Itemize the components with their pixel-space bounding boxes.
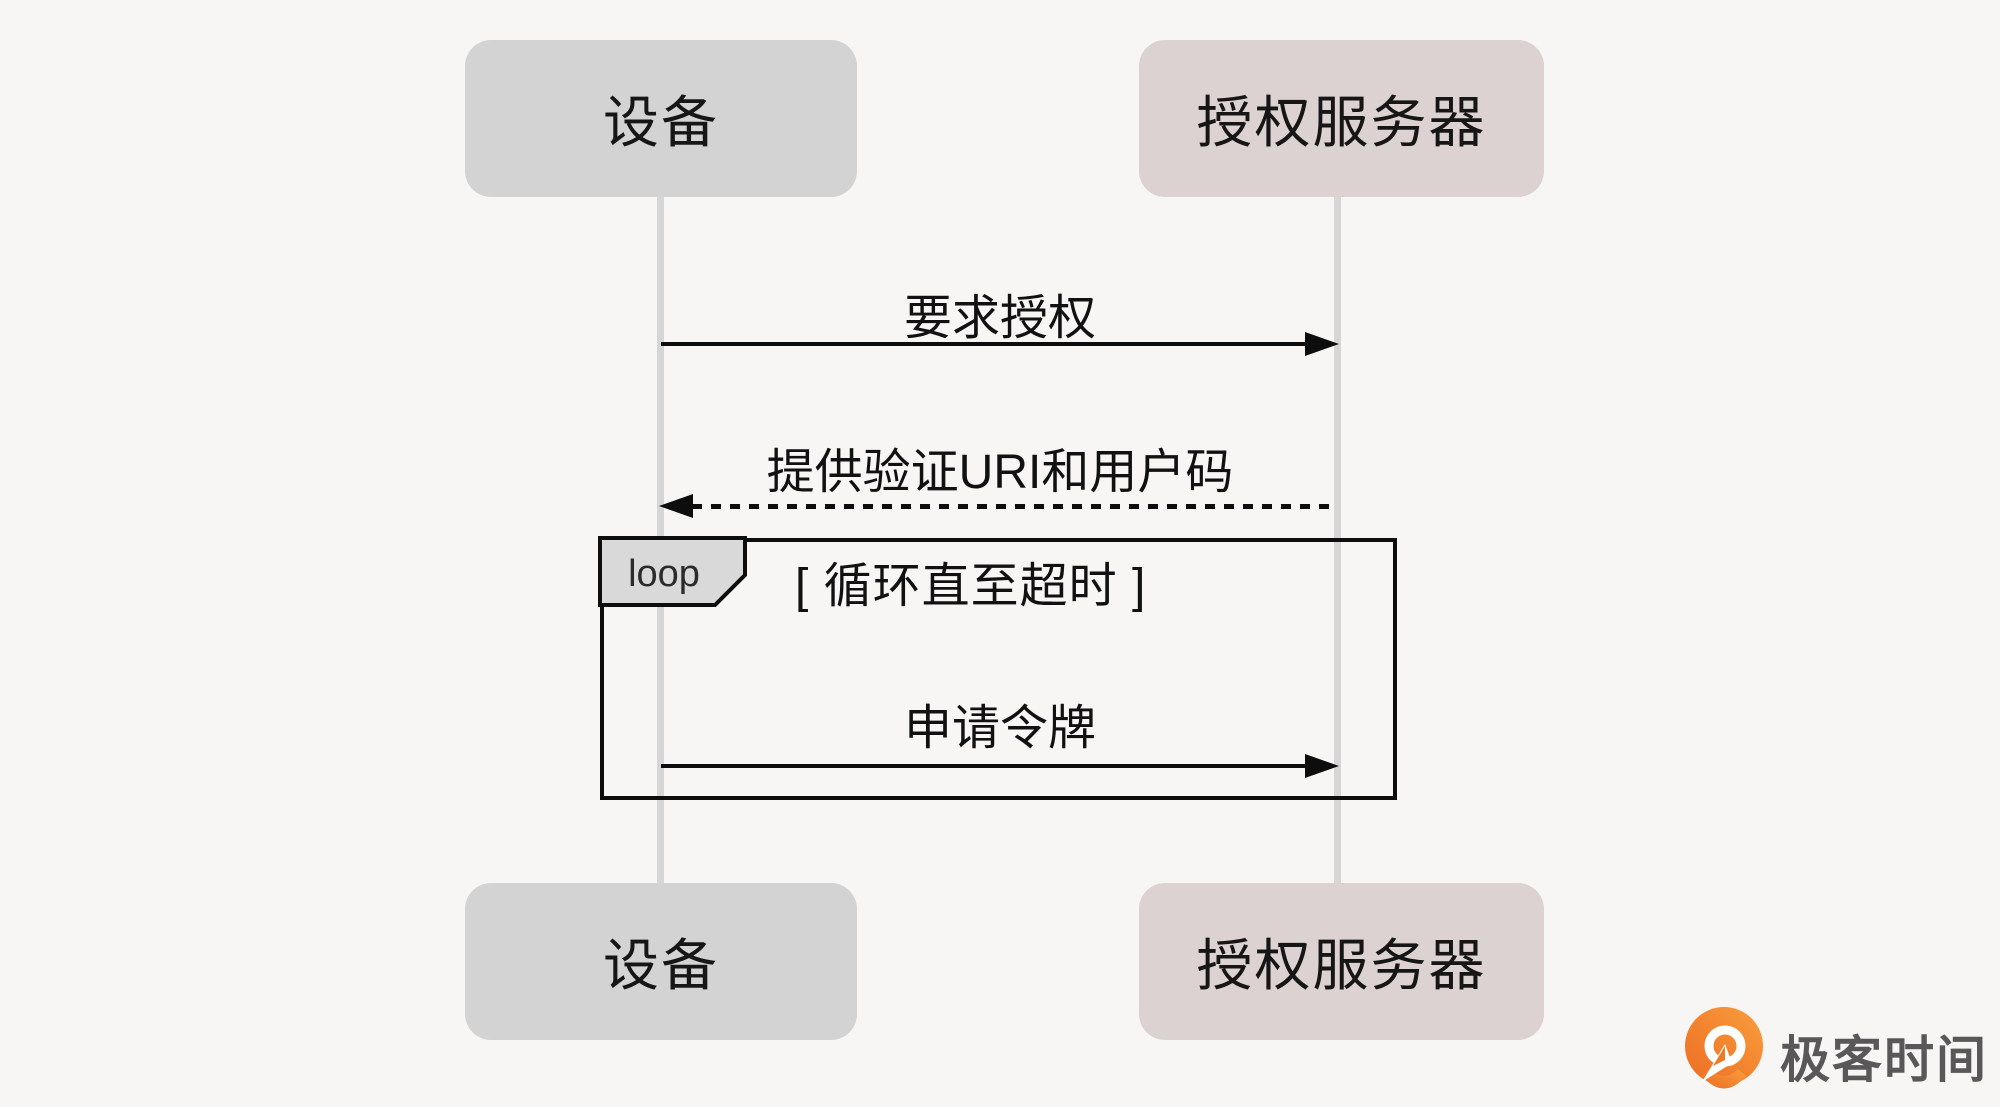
message-request-token-line [661, 764, 1307, 768]
actor-auth-server-bottom: 授权服务器 [1139, 883, 1544, 1040]
message-request-token-label: 申请令牌 [903, 702, 1096, 755]
loop-condition-label: [ 循环直至超时 ] [795, 560, 1147, 613]
geektime-pin-icon [1685, 1007, 1763, 1089]
actor-auth-server-top: 授权服务器 [1139, 40, 1544, 197]
actor-device-bottom-label: 设备 [603, 934, 719, 997]
arrowhead-right-request-auth [1305, 332, 1339, 356]
actor-device-bottom: 设备 [465, 883, 857, 1040]
geektime-logo-text: 极客时间 [1780, 1032, 1988, 1088]
loop-fragment [600, 538, 1397, 800]
actor-auth-server-bottom-label: 授权服务器 [1196, 934, 1487, 997]
arrowhead-left-verification-uri [659, 494, 693, 518]
message-verification-uri-label: 提供验证URI和用户码 [766, 446, 1234, 499]
actor-device-top: 设备 [465, 40, 857, 197]
message-request-auth-label: 要求授权 [903, 292, 1096, 345]
geektime-logo: 极客时间 [1682, 1006, 1988, 1098]
arrowhead-right-request-token [1305, 754, 1339, 778]
loop-operator-label: loop [628, 553, 700, 595]
actor-auth-server-top-label: 授权服务器 [1196, 91, 1487, 154]
message-verification-uri-line [692, 504, 1338, 509]
message-request-auth-line [661, 342, 1307, 346]
loop-operator-tab: loop [598, 536, 747, 607]
actor-device-top-label: 设备 [603, 91, 719, 154]
